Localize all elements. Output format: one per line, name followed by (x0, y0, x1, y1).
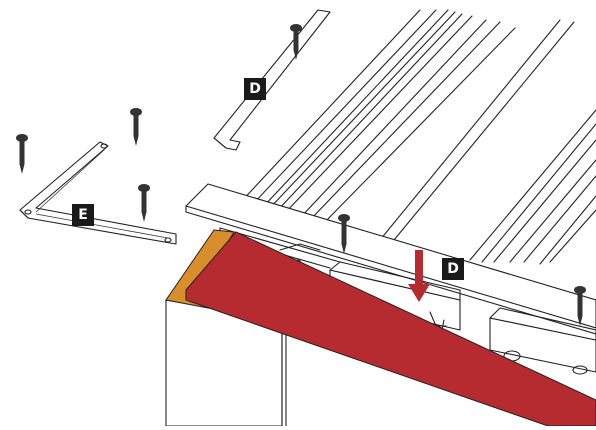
label-d-top: D (244, 78, 266, 100)
label-e: E (72, 204, 94, 226)
label-d-right: D (442, 258, 464, 280)
screw-icon (338, 214, 350, 254)
screw-icon (130, 108, 142, 146)
screw-icon (290, 24, 302, 60)
screw-icon (574, 286, 586, 326)
screw-icon (138, 184, 150, 222)
l-bracket-e (19, 141, 177, 245)
red-band-face (186, 292, 282, 322)
trolley-right (489, 307, 596, 375)
cover-strip-d-long (185, 183, 596, 335)
arrow-down-icon (408, 250, 430, 302)
cover-strip-d-top (213, 9, 331, 151)
screw-icon (16, 134, 28, 174)
profile-rails (237, 9, 596, 265)
